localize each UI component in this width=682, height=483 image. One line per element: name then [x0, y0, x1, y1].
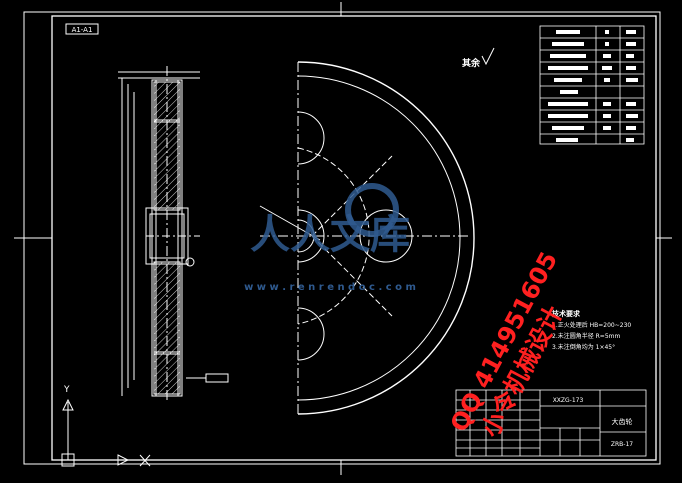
- tech-requirement-2: 2.未注圆角半径 R=5mm: [552, 332, 620, 340]
- parameter-table-marks: [548, 30, 638, 142]
- watermark-logo-text: 人人文库: [250, 212, 410, 258]
- roughness-note-text: 其余: [462, 57, 481, 69]
- tech-requirements: 技术要求 1.正火处理后 HB=200~230 2.未注圆角半径 R=5mm 3…: [552, 309, 631, 351]
- view-label-box: A1-A1: [65, 23, 99, 35]
- part-code: XXZG-173: [553, 397, 584, 404]
- drawing-number: ZRB-17: [611, 441, 633, 448]
- tech-requirements-title: 技术要求: [552, 309, 581, 318]
- ucs-axes-icon: [61, 398, 151, 467]
- title-block: [455, 389, 647, 457]
- tech-requirement-1: 1.正火处理后 HB=200~230: [552, 321, 631, 329]
- roughness-note: 其余: [462, 47, 495, 69]
- gear-parameter-table: [539, 25, 645, 145]
- tech-requirement-3: 3.未注倒角均为 1×45°: [552, 343, 615, 351]
- part-name: 大齿轮: [612, 417, 633, 426]
- ucs-y-label: Y: [63, 385, 70, 395]
- renrendoc-watermark: 人人文库 w w w . r e n r e n d o c . c o m: [244, 183, 416, 293]
- view-label: A1-A1: [72, 26, 93, 34]
- gear-section-view: [118, 66, 229, 402]
- ucs-x-label: X: [141, 470, 142, 471]
- watermark-url: w w w . r e n r e n d o c . c o m: [244, 282, 416, 293]
- drawing-frame: [14, 2, 672, 475]
